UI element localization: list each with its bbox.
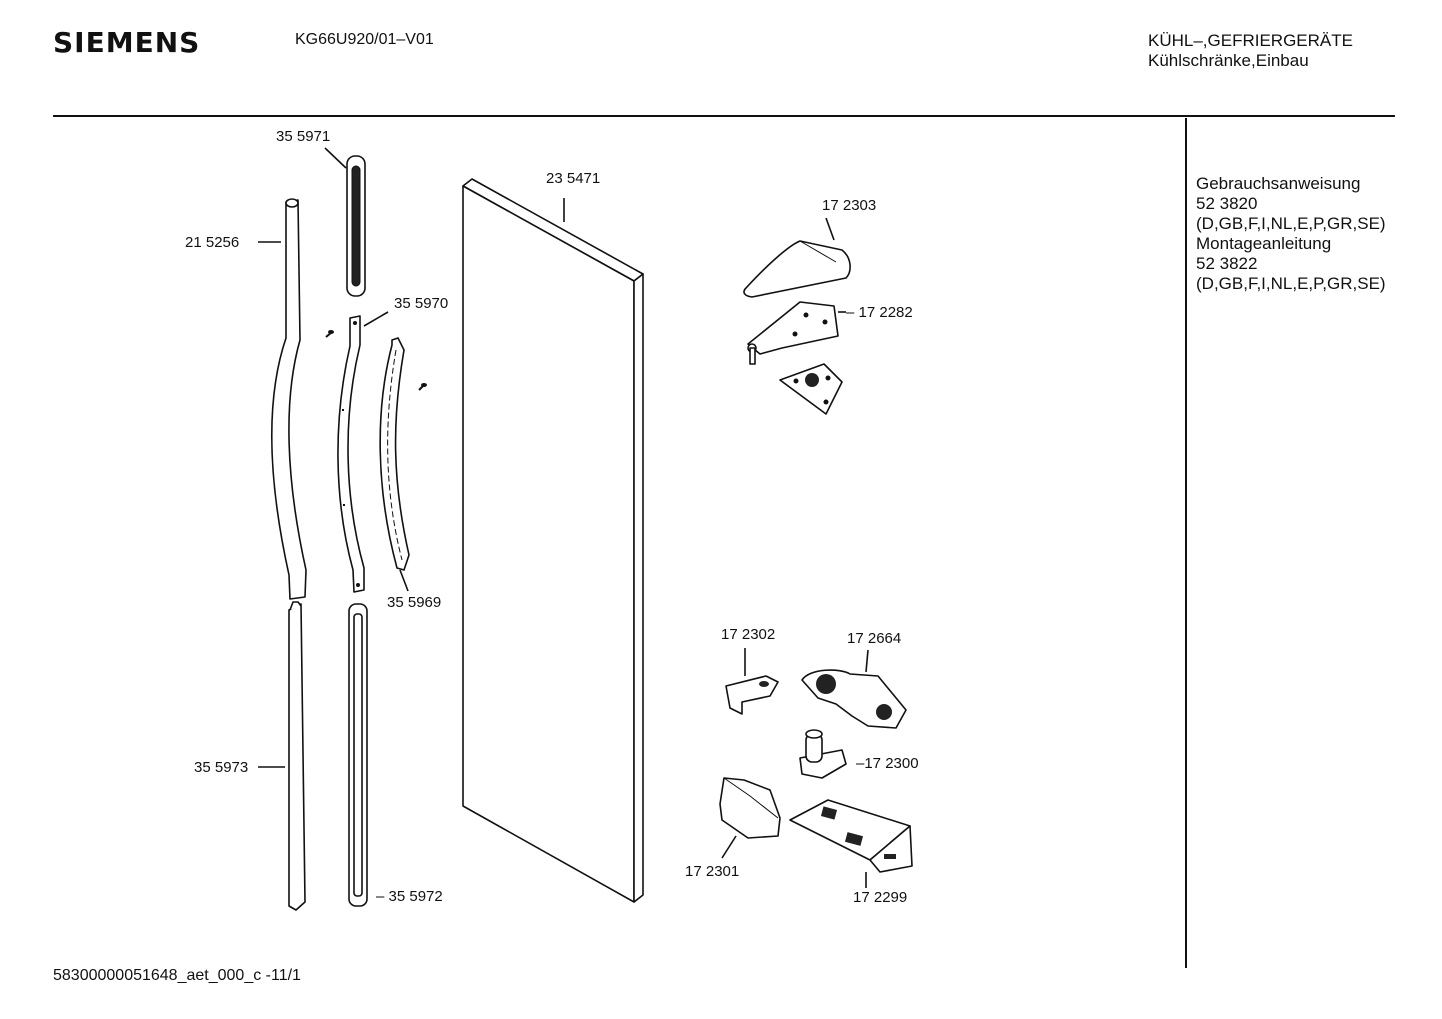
handle-cap-top[interactable] bbox=[346, 155, 366, 297]
mounting-title: Montageanleitung bbox=[1196, 234, 1332, 253]
label-355972: – 35 5972 bbox=[376, 888, 443, 905]
manual-title: Gebrauchsanweisung bbox=[1196, 174, 1361, 193]
door-panel[interactable] bbox=[462, 178, 644, 903]
manual-languages: (D,GB,F,I,NL,E,P,GR,SE) bbox=[1196, 214, 1386, 233]
label-172302: 17 2302 bbox=[721, 626, 775, 643]
brand-logo: SIEMENS bbox=[53, 26, 201, 59]
header-divider bbox=[53, 115, 1395, 117]
leader-lines bbox=[258, 147, 869, 888]
label-355971: 35 5971 bbox=[276, 128, 330, 145]
side-notes: Gebrauchsanweisung 52 3820 (D,GB,F,I,NL,… bbox=[1196, 174, 1386, 294]
label-172301: 17 2301 bbox=[685, 863, 739, 880]
mounting-strip[interactable] bbox=[337, 315, 365, 593]
mounting-number: 52 3822 bbox=[1196, 254, 1258, 273]
hinge-plate-top[interactable] bbox=[747, 301, 839, 365]
label-355973: 35 5973 bbox=[194, 759, 248, 776]
handle-bar[interactable] bbox=[270, 198, 307, 600]
lower-handle-bar[interactable] bbox=[288, 601, 306, 911]
model-number: KG66U920/01–V01 bbox=[295, 31, 434, 48]
screw-right[interactable] bbox=[418, 383, 427, 391]
handle-trim[interactable] bbox=[379, 337, 410, 571]
category: KÜHL–,GEFRIERGERÄTE Kühlschränke,Einbau bbox=[1148, 31, 1353, 71]
hinge-base-plate[interactable] bbox=[789, 799, 913, 873]
label-355969: 35 5969 bbox=[387, 594, 441, 611]
mounting-languages: (D,GB,F,I,NL,E,P,GR,SE) bbox=[1196, 274, 1386, 293]
label-215256: 21 5256 bbox=[185, 234, 239, 251]
screw-left[interactable] bbox=[325, 330, 334, 338]
hinge-plate-bottom[interactable] bbox=[801, 669, 907, 729]
label-172299: 17 2299 bbox=[853, 889, 907, 906]
label-172664: 17 2664 bbox=[847, 630, 901, 647]
label-172303: 17 2303 bbox=[822, 197, 876, 214]
hinge-cover[interactable] bbox=[743, 240, 851, 298]
lower-strip[interactable] bbox=[348, 603, 368, 907]
document-id: 58300000051648_aet_000_c -11/1 bbox=[53, 967, 301, 984]
hinge-pin[interactable] bbox=[799, 729, 847, 779]
lower-hinge-cover[interactable] bbox=[719, 777, 781, 839]
small-bracket[interactable] bbox=[725, 675, 779, 715]
side-divider bbox=[1185, 118, 1187, 968]
label-355970: 35 5970 bbox=[394, 295, 448, 312]
label-172300: –17 2300 bbox=[856, 755, 919, 772]
hinge-bracket[interactable] bbox=[779, 363, 843, 415]
category-line-1: KÜHL–,GEFRIERGERÄTE bbox=[1148, 31, 1353, 50]
category-line-2: Kühlschränke,Einbau bbox=[1148, 51, 1309, 70]
label-172282: – 17 2282 bbox=[846, 304, 913, 321]
label-235471: 23 5471 bbox=[546, 170, 600, 187]
manual-number: 52 3820 bbox=[1196, 194, 1258, 213]
